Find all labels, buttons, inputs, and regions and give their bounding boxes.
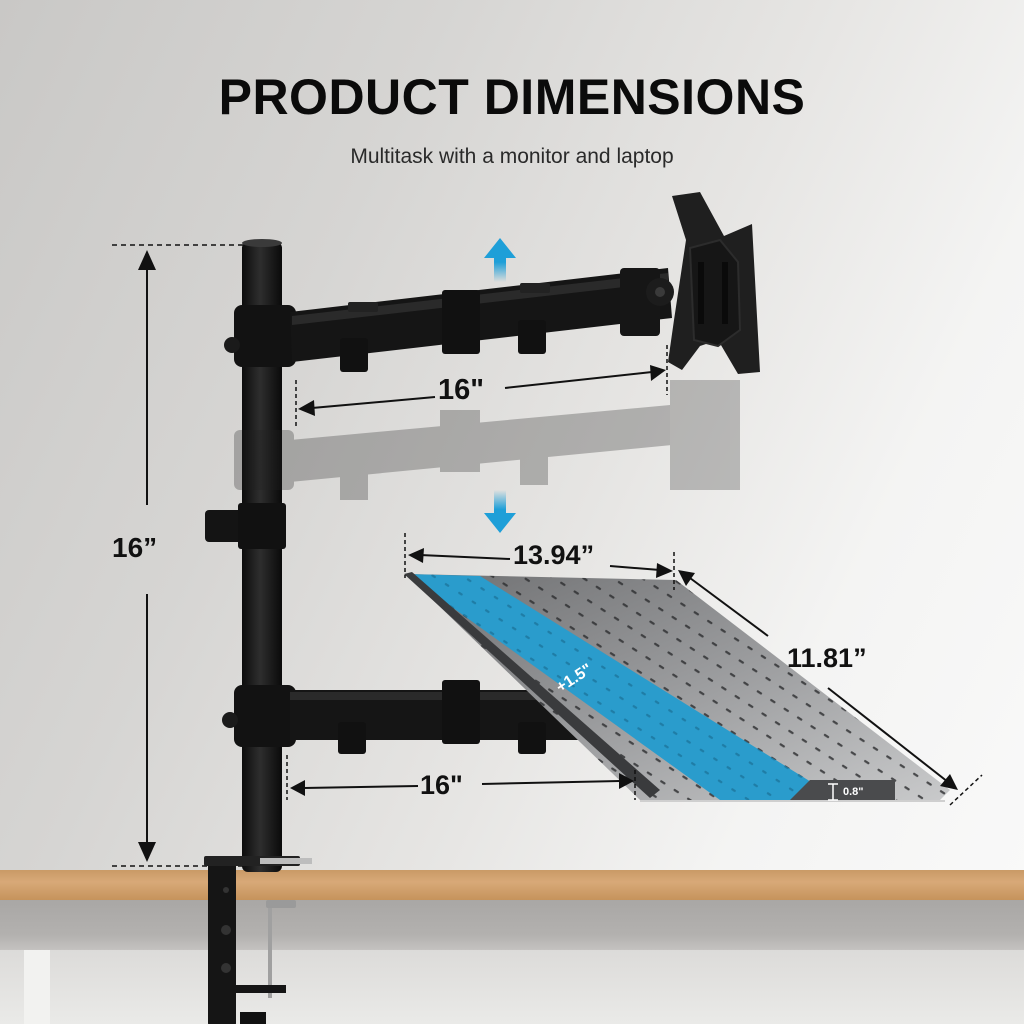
tray-depth-dimension	[678, 570, 983, 806]
desk-clamp	[204, 856, 312, 1024]
desk-underside	[0, 950, 1024, 1024]
vesa-mount-plate	[668, 192, 760, 374]
pole-height-label: 16”	[112, 532, 158, 563]
monitor-arm-length-label: 16"	[438, 374, 485, 406]
tray-depth-label: 11.81”	[787, 643, 867, 673]
blue-up-arrow-icon	[484, 238, 516, 282]
lip-height-label: 0.8"	[843, 786, 864, 798]
monitor-arm	[224, 268, 674, 372]
laptop-tray	[404, 572, 950, 802]
desk-frame	[0, 900, 1024, 950]
desk-top	[0, 870, 1024, 900]
tray-width-label: 13.94”	[513, 540, 595, 570]
page-title: PRODUCT DIMENSIONS	[218, 69, 806, 125]
desk-leg	[24, 950, 50, 1024]
blue-down-arrow-icon	[484, 490, 516, 533]
lip-height-marker	[828, 783, 838, 801]
monitor-arm-dimension	[295, 345, 668, 428]
laptop-arm-dimension	[286, 755, 636, 800]
tray-width-dimension	[404, 533, 675, 590]
page-subtitle: Multitask with a monitor and laptop	[350, 145, 674, 168]
laptop-arm-length-label: 16"	[420, 770, 463, 800]
